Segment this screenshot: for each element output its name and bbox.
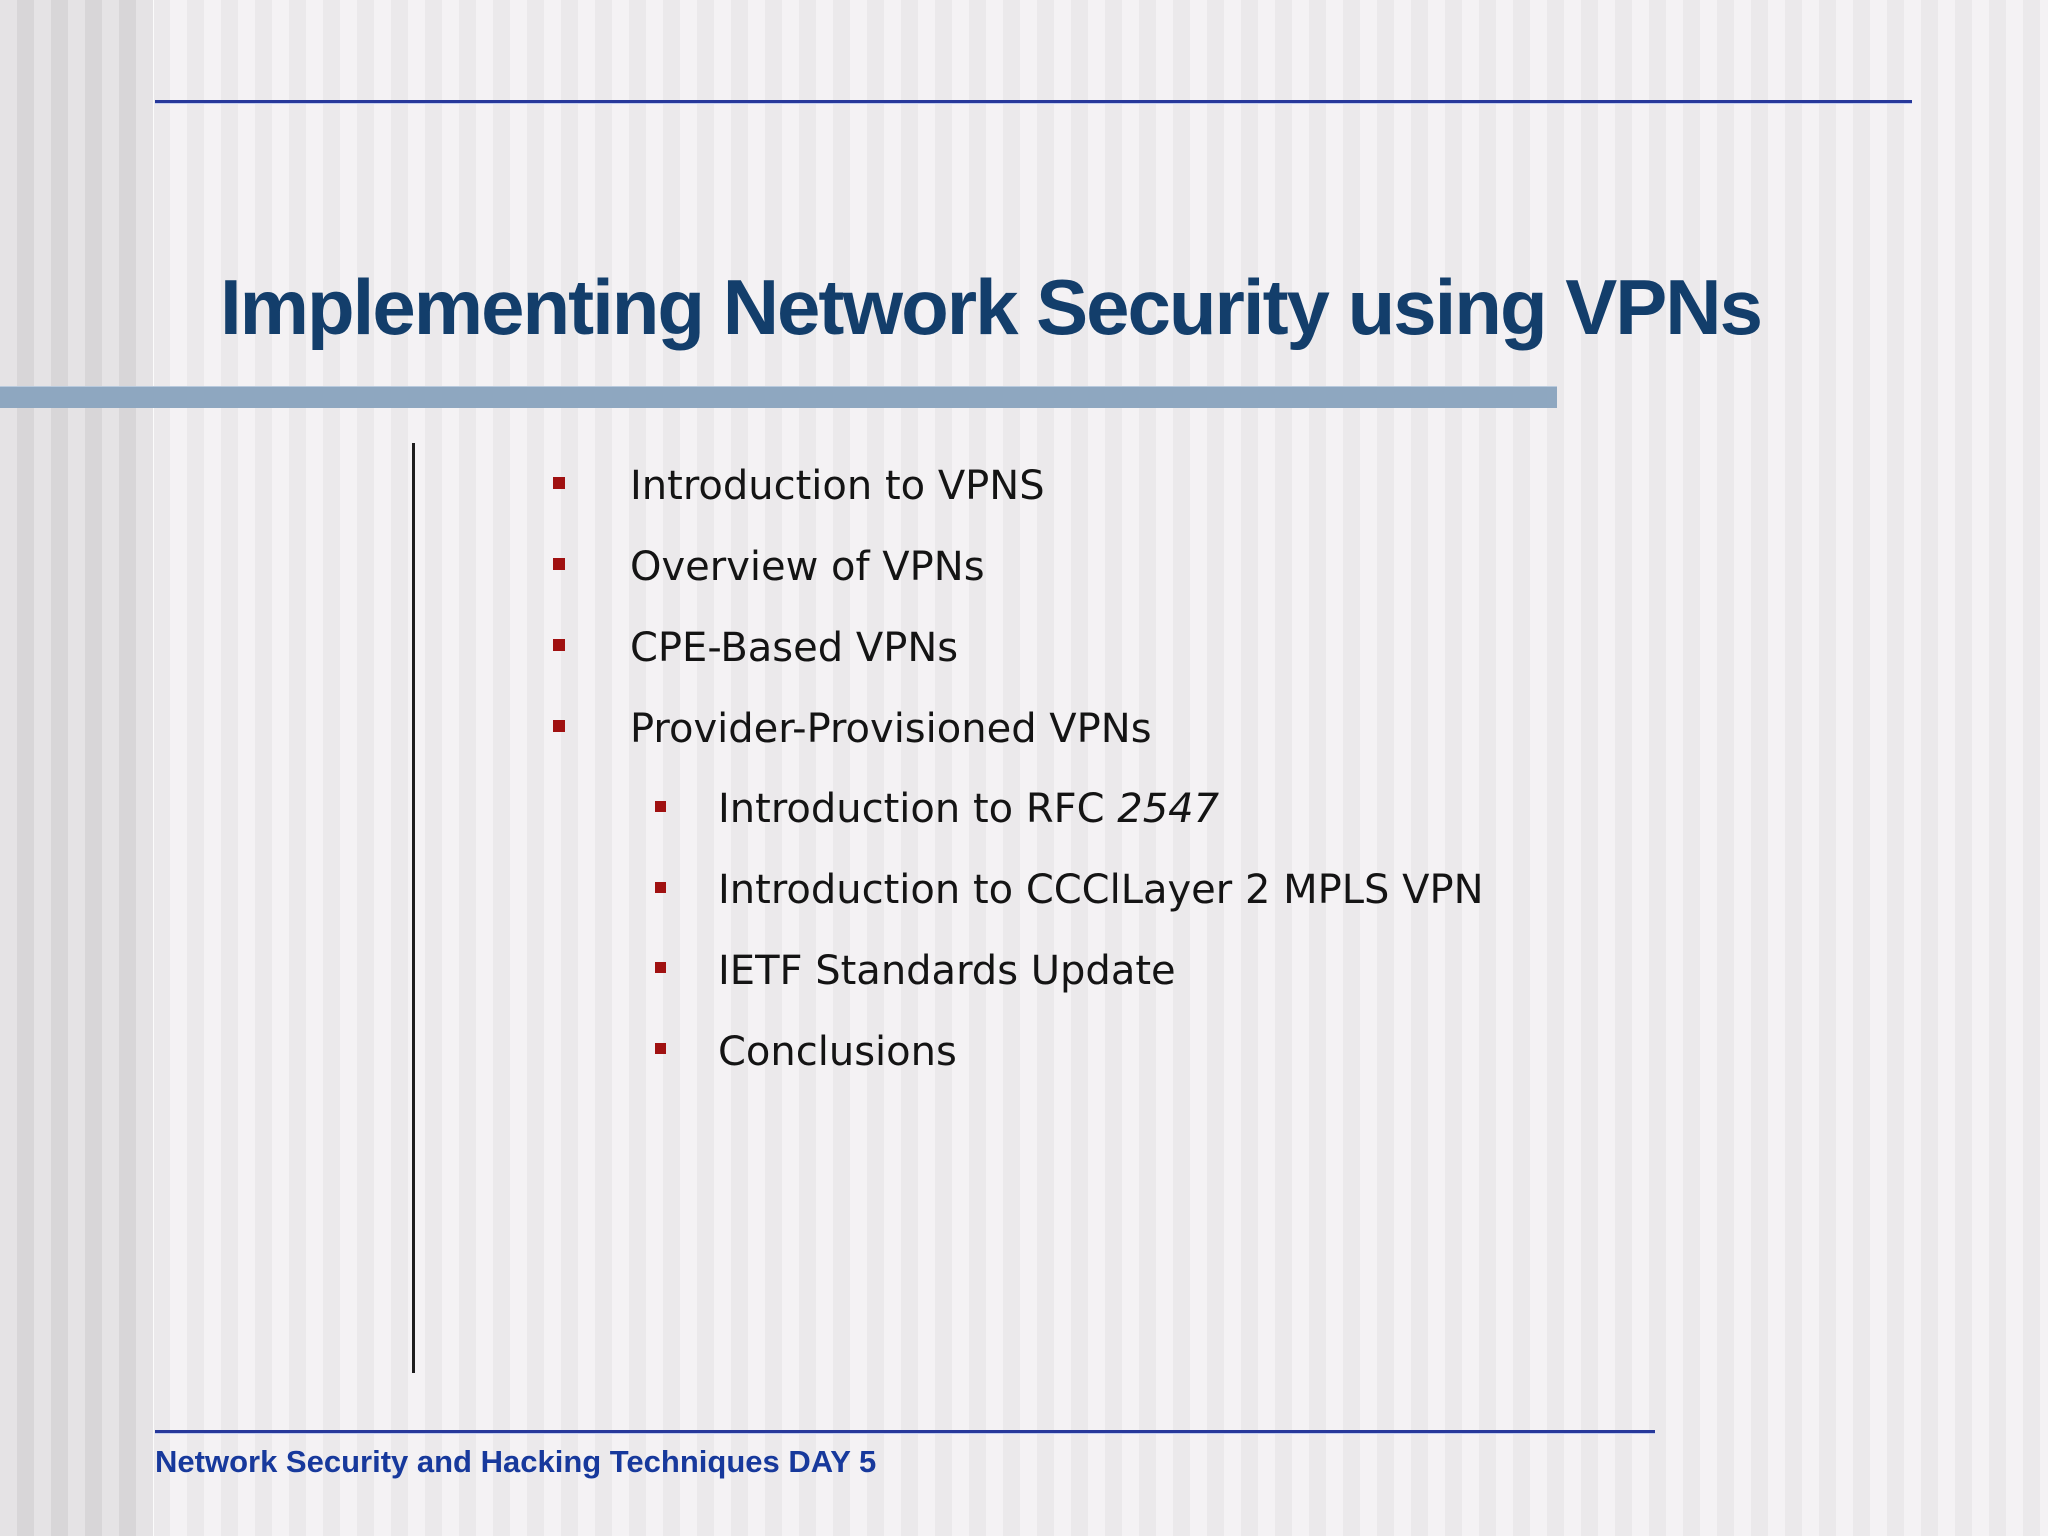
list-item: Introduction to VPNS	[0, 446, 2048, 527]
list-item-text: Overview of VPNs	[630, 544, 985, 591]
list-item: Introduction to CCClLayer 2 MPLS VPN	[0, 850, 2048, 931]
list-item-text: Introduction to RFC 2547	[718, 786, 1219, 832]
list-item-text-italic: 2547	[1117, 786, 1220, 833]
content-vertical-rule	[412, 443, 415, 1373]
bullet-square-icon	[553, 719, 565, 732]
list-item-text: Introduction to VPNS	[630, 463, 1045, 510]
list-item: Provider-Provisioned VPNs	[0, 688, 2048, 769]
list-item-text: Conclusions	[718, 1028, 957, 1075]
list-item-text: CPE-Based VPNs	[630, 624, 959, 671]
bullet-square-icon	[655, 881, 666, 893]
slide-title: Implementing Network Security using VPNs	[220, 263, 1763, 351]
list-item: CPE-Based VPNs	[0, 608, 2048, 689]
list-item: Introduction to RFC 2547	[0, 769, 2048, 850]
list-item-text: IETF Standards Update	[718, 947, 1176, 994]
footer-rule	[155, 1430, 1655, 1434]
top-rule	[155, 100, 1912, 104]
list-item: IETF Standards Update	[0, 931, 2048, 1012]
title-underline-bar	[0, 386, 1557, 408]
footer-text: Network Security and Hacking Techniques …	[155, 1444, 877, 1479]
left-stripe-rail	[0, 0, 154, 1536]
list-item: Overview of VPNs	[0, 527, 2048, 608]
bullet-square-icon	[655, 1043, 666, 1055]
list-item-text-main: Introduction to RFC	[718, 786, 1118, 833]
list-item-text: Provider-Provisioned VPNs	[630, 705, 1152, 752]
list-item: Conclusions	[0, 1011, 2048, 1092]
bullet-square-icon	[655, 800, 666, 812]
list-item-text: Introduction to CCClLayer 2 MPLS VPN	[718, 867, 1484, 914]
bullet-square-icon	[655, 962, 666, 974]
bullet-square-icon	[553, 638, 565, 651]
bullet-square-icon	[553, 477, 565, 490]
bullet-square-icon	[553, 558, 565, 571]
agenda-list: Introduction to VPNS Overview of VPNs CP…	[0, 446, 2048, 1092]
